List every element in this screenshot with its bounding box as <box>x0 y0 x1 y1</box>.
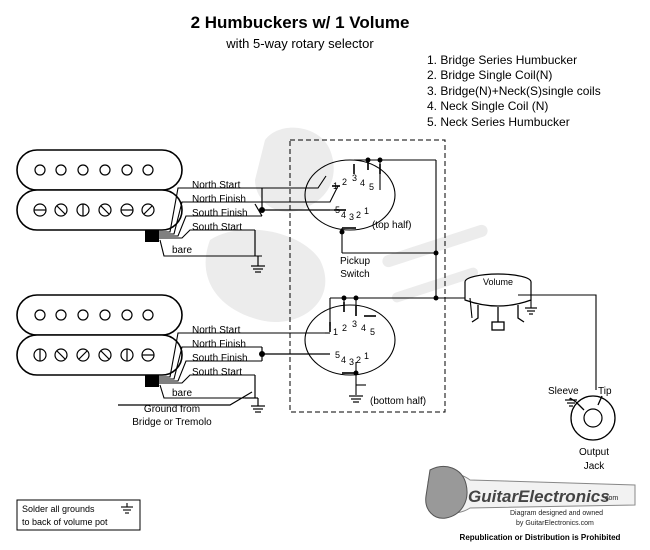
bridge-pickup-cable <box>152 332 325 399</box>
legend-position-2: 2. Bridge Single Coil(N) <box>427 68 552 82</box>
bridge-wire-bare: bare <box>172 388 192 399</box>
switch-bottom-joints <box>341 295 439 376</box>
bridge-slug-screws <box>33 348 155 362</box>
jack-label-line1: Output <box>579 447 609 458</box>
bridge-wire-south-finish: South Finish <box>192 353 248 364</box>
pickup-switch-outline <box>289 139 446 413</box>
bridge-solder-joint <box>259 351 265 357</box>
logo-brand: GuitarElectronics <box>468 487 610 506</box>
switch-top-num-4: 4 <box>360 178 365 188</box>
switch-top-inner-num-2: 2 <box>356 210 361 220</box>
switch-top-half-label: (top half) <box>372 220 411 231</box>
solder-note-line2: to back of volume pot <box>22 517 108 527</box>
neck-ground-icon <box>251 265 265 273</box>
jack-ground-icon <box>565 399 577 407</box>
neck-humbucker <box>16 149 183 231</box>
switch-ground-icon <box>349 395 363 403</box>
switch-top-half: 1 2 3 4 5 5 4 3 2 1 (top half) <box>262 157 439 298</box>
solder-note-line1: Solder all grounds <box>22 504 95 514</box>
legend-position-3: 3. Bridge(N)+Neck(S)single coils <box>427 84 601 98</box>
switch-bottom-num-1: 1 <box>333 327 338 337</box>
neck-slug-screws <box>33 203 155 217</box>
switch-top-inner-num-4: 4 <box>341 210 346 220</box>
switch-top-joints <box>339 157 439 256</box>
logo-suffix: .com <box>603 495 618 502</box>
volume-pot: Volume <box>464 273 597 390</box>
switch-label-line2: Switch <box>340 269 369 280</box>
neck-cable-sheath <box>145 230 159 242</box>
switch-bottom-num-4: 4 <box>361 323 366 333</box>
neck-wire-bare: bare <box>172 245 192 256</box>
switch-bottom-inner-num-4: 4 <box>341 355 346 365</box>
neck-wiring <box>254 188 330 266</box>
bridge-wire-north-start: North Start <box>192 325 241 336</box>
guitar-watermark <box>205 127 488 322</box>
switch-top-inner-num-3: 3 <box>349 212 354 222</box>
bridge-wire-south-start: South Start <box>192 367 242 378</box>
switch-top-jumpers <box>262 159 437 298</box>
jack-label-line2: Jack <box>584 461 606 472</box>
switch-bottom-jumpers <box>325 297 470 395</box>
switch-bottom-num-5: 5 <box>370 327 375 337</box>
bridge-wire-north-finish: North Finish <box>192 339 246 350</box>
switch-top-inner-num-1: 1 <box>364 206 369 216</box>
switch-top-num-3: 3 <box>352 173 357 183</box>
legend-position-4: 4. Neck Single Coil (N) <box>427 99 548 113</box>
switch-bottom-inner-num-5: 5 <box>335 350 340 360</box>
switch-label-line1: Pickup <box>340 256 370 267</box>
legend-position-1: 1. Bridge Series Humbucker <box>427 53 577 67</box>
volume-wiring <box>469 294 597 390</box>
volume-ground-icon <box>525 307 537 315</box>
output-jack: Sleeve Tip Output Jack <box>548 386 616 472</box>
legend-position-5: 5. Neck Series Humbucker <box>427 115 570 129</box>
solder-note-ground-icon <box>121 503 133 514</box>
neck-solder-joint <box>259 207 265 213</box>
guitar-electronics-logo: GuitarElectronics .com Diagram designed … <box>425 466 636 542</box>
bridge-ground-icon <box>251 405 265 413</box>
ground-note-line2: Bridge or Tremolo <box>132 417 212 428</box>
diagram-subtitle: with 5-way rotary selector <box>225 36 374 51</box>
switch-bottom-inner-num-2: 2 <box>356 355 361 365</box>
switch-bottom-inner-num-3: 3 <box>349 357 354 367</box>
neck-wire-south-start: South Start <box>192 222 242 233</box>
switch-bottom-num-3: 3 <box>352 319 357 329</box>
bridge-pole-pieces <box>34 309 154 321</box>
switch-bottom-num-2: 2 <box>342 323 347 333</box>
switch-top-num-2: 2 <box>342 177 347 187</box>
bridge-wiring <box>118 347 330 406</box>
neck-pole-pieces <box>34 164 154 176</box>
switch-bottom-inner-num-1: 1 <box>364 351 369 361</box>
logo-line1: Diagram designed and owned <box>510 510 603 517</box>
bridge-humbucker <box>16 294 183 376</box>
logo-line2: by GuitarElectronics.com <box>516 520 594 527</box>
volume-label: Volume <box>483 277 513 287</box>
neck-wire-north-start: North Start <box>192 180 241 191</box>
jack-sleeve-label: Sleeve <box>548 386 579 397</box>
switch-top-num-1: 1 <box>333 181 338 191</box>
position-legend: 1. Bridge Series Humbucker 2. Bridge Sin… <box>427 53 601 129</box>
logo-line3: Republication or Distribution is Prohibi… <box>460 533 621 542</box>
jack-tip-label: Tip <box>598 386 612 397</box>
diagram-title: 2 Humbuckers w/ 1 Volume <box>191 13 410 32</box>
volume-lugs <box>471 305 525 331</box>
neck-wire-south-finish: South Finish <box>192 208 248 219</box>
neck-pickup-cable <box>152 187 275 257</box>
switch-top-inner-num-5: 5 <box>335 205 340 215</box>
bridge-cable-sheath <box>145 375 159 387</box>
switch-top-num-5: 5 <box>369 182 374 192</box>
ground-note-line1: Ground from <box>144 404 200 415</box>
solder-note: Solder all grounds to back of volume pot <box>16 499 141 531</box>
switch-bottom-half: 1 2 3 4 5 5 4 3 2 1 (bottom half) <box>304 295 470 407</box>
neck-wire-north-finish: North Finish <box>192 194 246 205</box>
switch-bottom-half-label: (bottom half) <box>370 396 426 407</box>
